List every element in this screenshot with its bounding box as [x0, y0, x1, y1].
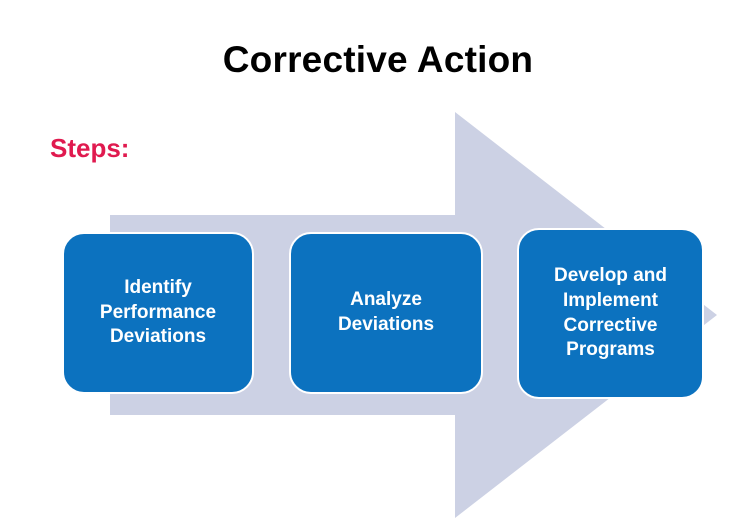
- step-box-develop-implement-corrective-programs[interactable]: Develop and Implement Corrective Program…: [517, 228, 704, 399]
- step-box-label: Identify Performance Deviations: [99, 276, 217, 348]
- step-box-analyze-deviations[interactable]: Analyze Deviations: [289, 232, 483, 394]
- step-box-label: Develop and Implement Corrective Program…: [554, 265, 667, 361]
- step-box-identify-performance-deviations[interactable]: Identify Performance Deviations: [62, 232, 254, 394]
- step-box-label: Analyze Deviations: [337, 289, 435, 335]
- page-title: Corrective Action: [222, 39, 534, 80]
- steps-label: Steps:: [50, 133, 130, 163]
